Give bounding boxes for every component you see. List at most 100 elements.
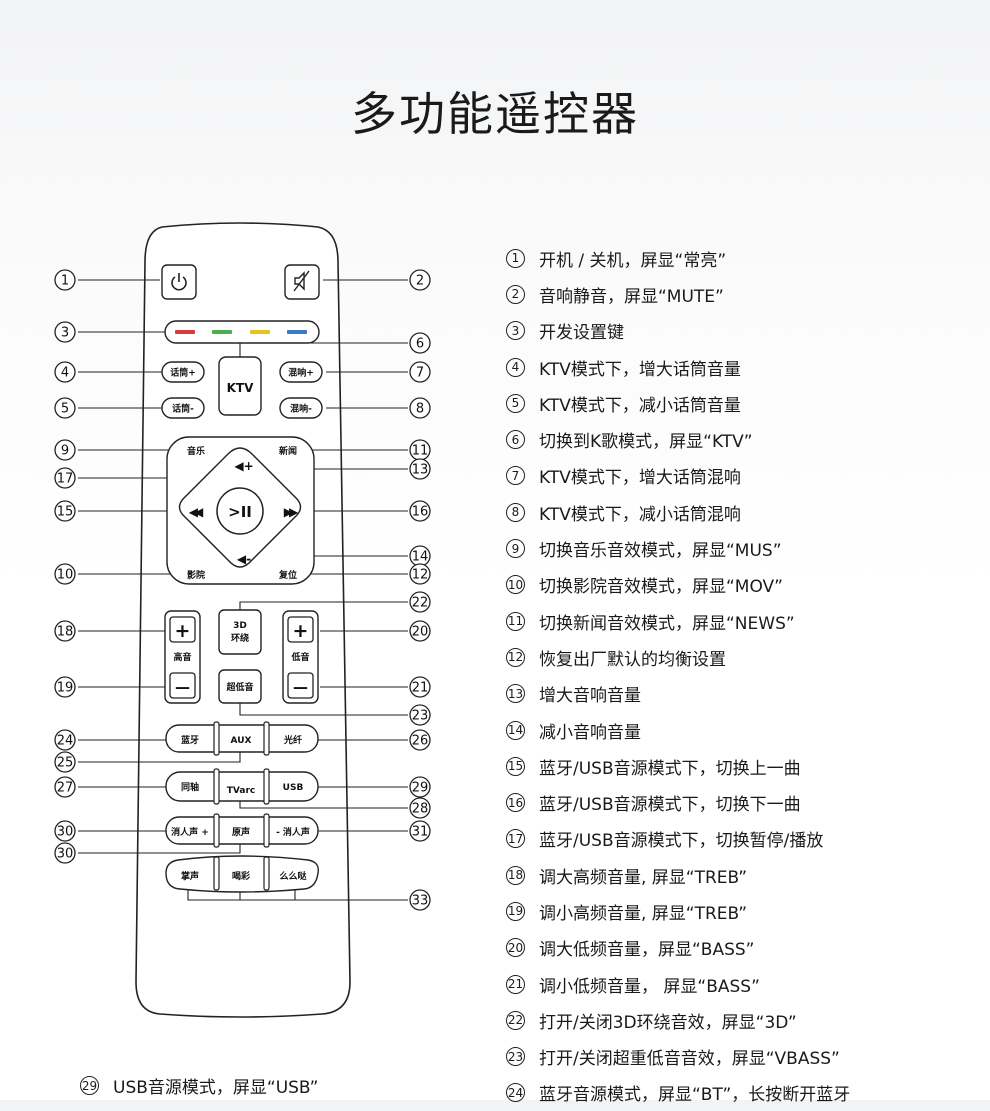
callout-22-number: 22 [412, 596, 429, 611]
echo-down-button[interactable]: 混响- [279, 397, 323, 419]
cinema-button[interactable]: 影院 [187, 569, 205, 581]
cheer-button[interactable]: 喝彩 [232, 870, 250, 882]
callout-27: 27 [54, 776, 76, 798]
callout-8-number: 8 [416, 402, 424, 417]
ktv-button[interactable]: KTV [218, 356, 262, 416]
echo-down-label: 混响- [290, 403, 312, 415]
callout-17: 17 [54, 467, 76, 489]
callout-4-number: 4 [61, 366, 69, 381]
callout-16-number: 16 [412, 505, 429, 520]
callout-29: 29 [409, 776, 431, 798]
callout-11: 11 [409, 439, 431, 461]
legend-item-number: 2 [506, 284, 525, 304]
legend-item-text: 音响静音，屏显“MUTE” [539, 286, 724, 307]
legend-item-text: 蓝牙/USB音源模式下，切换上一曲 [539, 758, 801, 779]
bass-rocker: + 低音 — [282, 610, 319, 704]
mute-button[interactable] [284, 264, 320, 300]
callout-21: 21 [409, 676, 431, 698]
legend-item-text: 调大高频音量, 屏显“TREB” [539, 867, 748, 888]
reset-button[interactable]: 复位 [278, 569, 297, 581]
surround-3d-button[interactable]: 3D 环绕 [218, 609, 262, 655]
echo-up-button[interactable]: 混响+ [279, 361, 323, 383]
callout-14: 14 [409, 545, 431, 567]
effects-row: 掌声 喝彩 么么哒 [165, 855, 319, 893]
legend-item-text: 开机 / 关机，屏显“常亮” [539, 250, 727, 271]
original-vocal-button[interactable]: 原声 [232, 826, 250, 838]
bass-down-button[interactable] [287, 672, 314, 699]
volume-down-button[interactable]: ◀- [237, 552, 251, 566]
green-key[interactable] [212, 330, 232, 334]
callout-28: 28 [409, 797, 431, 819]
callout-25-number: 25 [57, 756, 74, 771]
legend-item-text: 打开/关闭3D环绕音效，屏显“3D” [539, 1012, 797, 1033]
legend-item-number: 14 [506, 720, 525, 740]
legend-item-text: 调小高频音量, 屏显“TREB” [539, 903, 748, 924]
legend-item-text: 切换新闻音效模式，屏显“NEWS” [539, 613, 795, 634]
callout-23: 23 [409, 704, 431, 726]
callout-15-number: 15 [57, 505, 74, 520]
red-key[interactable] [175, 330, 195, 334]
blue-key[interactable] [287, 330, 307, 334]
optical-button[interactable]: 光纤 [283, 734, 302, 746]
source-row-1: 蓝牙 AUX 光纤 [165, 721, 319, 756]
bluetooth-button[interactable]: 蓝牙 [181, 734, 199, 746]
news-button[interactable]: 新闻 [279, 445, 297, 457]
usb-button[interactable]: USB [283, 783, 304, 793]
callout-5-number: 5 [61, 402, 69, 417]
mic-up-button[interactable]: 话筒+ [161, 361, 205, 383]
power-icon [171, 273, 187, 291]
bass-up-label: + [293, 620, 309, 642]
volume-up-button[interactable]: ◀+ [234, 459, 253, 473]
callout-9-number: 9 [61, 444, 69, 459]
vocal-cut-minus-button[interactable]: - 消人声 [276, 826, 310, 838]
legend-item-text: 蓝牙/USB音源模式下，切换下一曲 [539, 795, 801, 816]
callout-24-number: 24 [57, 734, 74, 749]
kiss-button[interactable]: 么么哒 [279, 870, 307, 882]
yellow-key[interactable] [250, 330, 270, 334]
music-button[interactable]: 音乐 [187, 445, 205, 457]
color-key-bar[interactable] [164, 320, 320, 344]
legend-item-number: 23 [506, 1047, 525, 1067]
treble-down-button[interactable] [169, 672, 196, 699]
nav-pad: >II 音乐 新闻 影院 复位 ◀+ ◀- ◀◀ ▶▶ [166, 436, 315, 585]
callout-5: 5 [54, 397, 76, 419]
play-pause-label: >II [228, 503, 252, 521]
callout-2: 2 [409, 269, 431, 291]
play-pause-button[interactable] [216, 487, 264, 535]
coaxial-button[interactable]: 同轴 [181, 781, 199, 793]
callout-8: 8 [409, 397, 431, 419]
legend-item-text: 减小音响音量 [539, 722, 641, 743]
bass-up-button[interactable] [287, 616, 314, 643]
treble-up-button[interactable] [169, 616, 196, 643]
callout-27-number: 27 [57, 781, 74, 796]
power-button[interactable] [161, 264, 197, 300]
legend-item-text: 调小低频音量， 屏显“BASS” [539, 976, 760, 997]
callout-19: 19 [54, 676, 76, 698]
legend-item-text: 切换影院音效模式，屏显“MOV” [539, 577, 783, 598]
mic-down-button[interactable]: 话筒- [161, 397, 205, 419]
callout-30-a: 30 [54, 820, 76, 842]
vocal-cut-plus-button[interactable]: 消人声 + [171, 826, 209, 838]
callout-26-number: 26 [412, 734, 429, 749]
tvarc-button[interactable]: TVarc [227, 786, 255, 796]
callout-20-number: 20 [412, 625, 429, 640]
aux-button[interactable]: AUX [231, 736, 252, 746]
callout-20: 20 [409, 620, 431, 642]
applause-button[interactable]: 掌声 [181, 870, 199, 882]
subwoofer-button[interactable]: 超低音 [218, 669, 262, 704]
callout-9: 9 [54, 439, 76, 461]
legend-item-text: KTV模式下，增大话筒音量 [539, 359, 741, 380]
